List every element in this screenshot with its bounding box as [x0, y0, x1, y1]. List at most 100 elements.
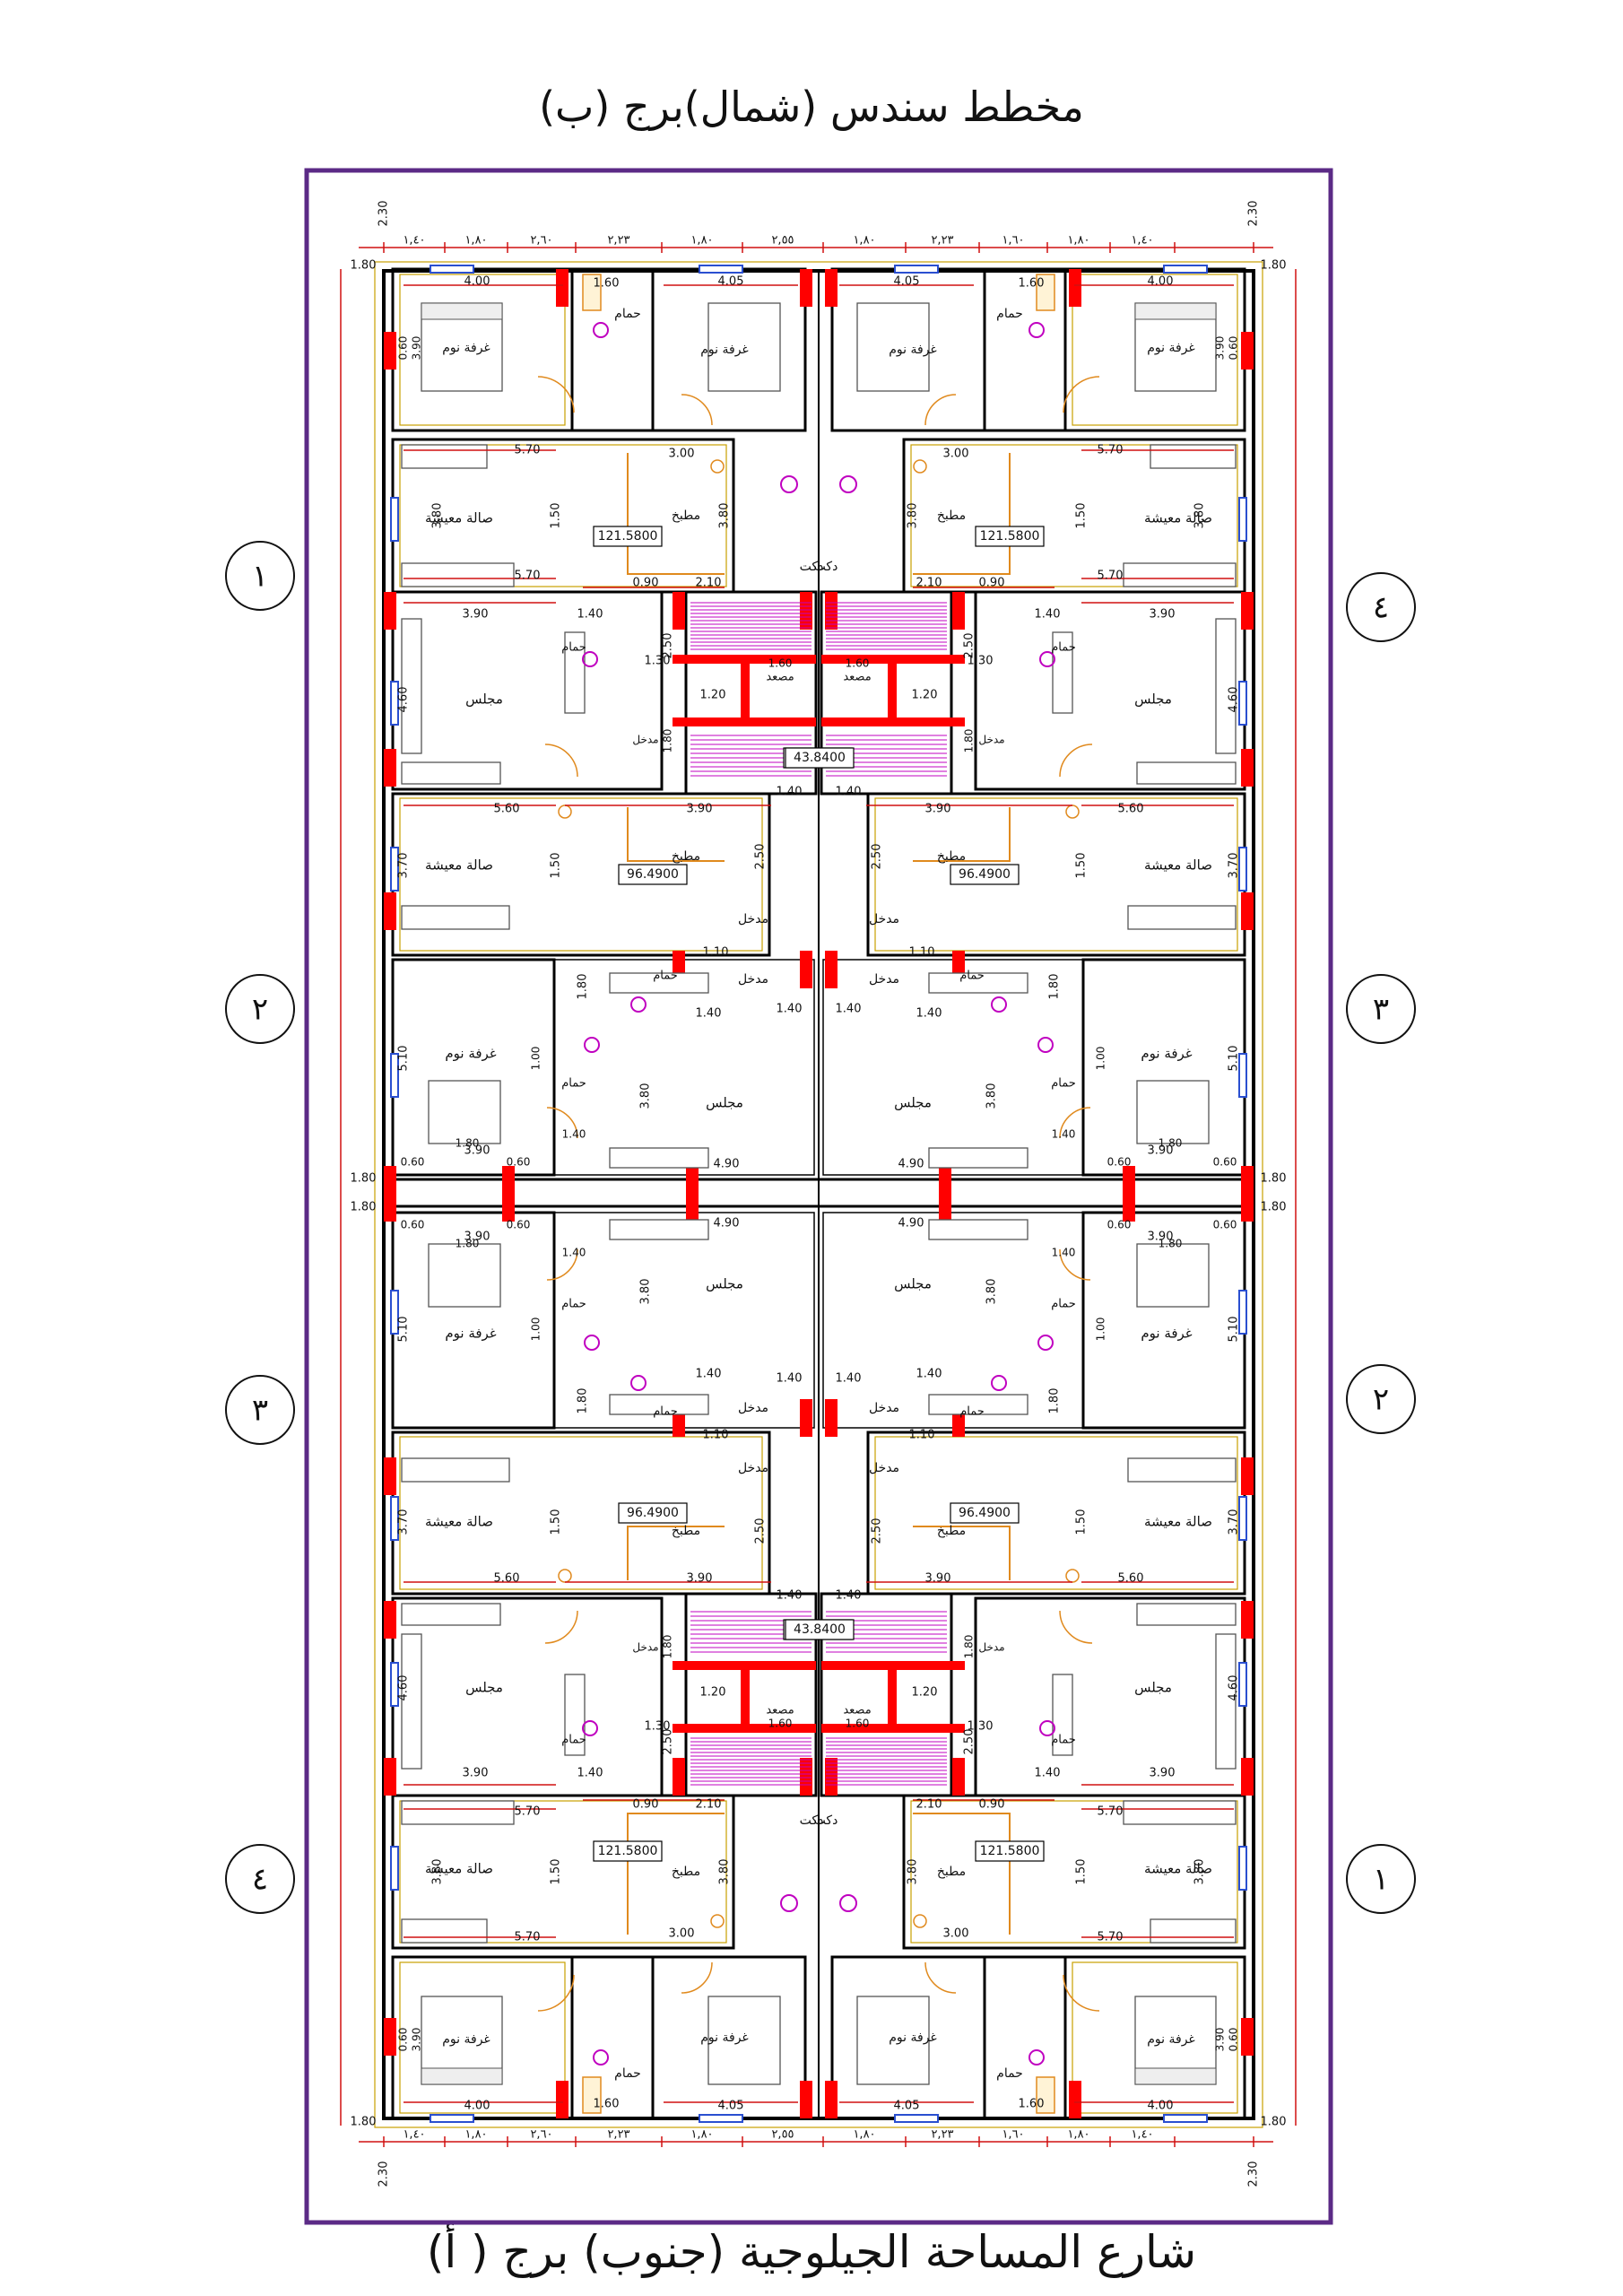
room-label-bedroom: غرفة نوم: [1147, 2032, 1195, 2047]
room-label-bath: حمام: [561, 1298, 586, 1311]
area-label: 121.5800: [980, 1844, 1040, 1858]
quadrant-bottom-right: [820, 1184, 1254, 2123]
dimension-label: 4.00: [1148, 2100, 1174, 2113]
room-label-kitchen: مطبخ: [672, 509, 700, 523]
area-label: 96.4900: [959, 1506, 1011, 1520]
bed: [1136, 1243, 1210, 1308]
window: [699, 265, 743, 274]
structural-column: [384, 2018, 396, 2056]
dimension-label: 1.00: [1095, 1318, 1107, 1342]
toilet: [1039, 651, 1055, 667]
dimension-label: 4.90: [898, 1217, 924, 1231]
window: [1238, 1053, 1247, 1098]
door-swing: [1059, 1610, 1093, 1644]
door-swing: [1059, 744, 1093, 778]
grid-axis-label: ٣: [252, 1393, 268, 1429]
dimension-label: ١,٨٠: [464, 2128, 487, 2142]
area-label: 96.4900: [627, 867, 679, 882]
dimension-label: 3.90: [464, 1144, 490, 1158]
room-label-majlis: مجلس: [706, 1095, 743, 1111]
toilet: [1037, 1335, 1054, 1351]
dimension-label: 1.40: [777, 1372, 803, 1386]
bed: [428, 1243, 501, 1308]
room-label-bath: حمام: [1051, 1298, 1076, 1311]
structural-column: [502, 1184, 515, 1222]
sofa: [609, 1394, 709, 1415]
dimension-label: 1.80: [456, 1238, 480, 1250]
dimension-label: ١,٨٠: [853, 234, 875, 248]
dimension-label: 1.60: [1019, 2098, 1045, 2111]
room-label-living: صالة معيشة: [1144, 857, 1212, 874]
kitchen-counter: [913, 807, 1011, 862]
dimension-label: 3.90: [687, 803, 713, 816]
dimension-label: 5.10: [1228, 1317, 1241, 1343]
room-label-entrance: مدخل: [978, 734, 1004, 746]
site-boundary: [304, 168, 1333, 2225]
dimension-label: 1.10: [909, 1429, 935, 1442]
dimension-label: 5.70: [1098, 444, 1124, 457]
toilet: [780, 475, 798, 493]
quadrant-bottom-left: [384, 1184, 818, 2123]
dimension-label: 0.90: [633, 1798, 659, 1812]
grid-axis-circle: [225, 541, 295, 611]
room-label-bath: حمام: [561, 1734, 586, 1747]
door-swing: [537, 376, 575, 413]
dimension-label: 3.00: [669, 448, 695, 461]
dimension-label: 3.90: [1148, 1144, 1174, 1158]
toilet: [630, 996, 647, 1013]
sofa: [1123, 1800, 1237, 1825]
room-label-living: صالة معيشة: [1144, 510, 1212, 526]
room-label-bath: حمام: [653, 970, 678, 983]
dimension-label: 2.10: [916, 577, 942, 590]
dimension-label: 1.40: [836, 1372, 862, 1386]
dimension-label: 3.90: [925, 803, 951, 816]
dimension-label: 3.90: [1148, 1231, 1174, 1244]
toilet: [1028, 322, 1045, 338]
dimension-label: 1.80: [1159, 1238, 1183, 1250]
sofa: [928, 1147, 1028, 1169]
dimension-label: ١,٨٠: [853, 2128, 875, 2142]
core-walls: [820, 1592, 953, 1797]
inner-line: [910, 444, 1238, 587]
dimension-label: 1.00: [530, 1318, 542, 1342]
room-label-living: صالة معيشة: [425, 1514, 493, 1530]
dimension-label: 0.60: [1213, 1156, 1237, 1169]
room-label-kitchen: مطبخ: [937, 1524, 966, 1538]
room-label-bath: حمام: [959, 1405, 985, 1419]
dimension-label: 1.40: [562, 1247, 586, 1259]
structural-column: [1241, 1184, 1254, 1222]
dimension-label: 1.80: [1159, 1137, 1183, 1150]
dimension-label: 3.90: [1214, 2028, 1227, 2052]
room-label-entrance: مدخل: [632, 734, 658, 746]
majlis-walls: [974, 1596, 1246, 1797]
dimension-label: ٢,٥٥: [771, 2128, 794, 2142]
kitchen-counter: [913, 1526, 1011, 1580]
sofa: [1150, 1918, 1237, 1944]
kitchen-fixture: [913, 459, 927, 474]
dimension-label: 3.70: [1228, 1509, 1241, 1535]
dimension-label: 5.10: [397, 1317, 411, 1343]
dimension-label: 4.05: [894, 2100, 920, 2113]
dimension-label: 1.60: [594, 2098, 620, 2111]
structural-column: [384, 592, 396, 630]
dimension-label: 1.80: [577, 974, 590, 1000]
toilet: [584, 1335, 600, 1351]
window: [1238, 1496, 1247, 1541]
structural-column: [800, 269, 812, 307]
dimension-label: 0.60: [1213, 1219, 1237, 1231]
dimension-label: ٢,٢٣: [931, 234, 953, 248]
room-label-elevator: مصعد: [766, 1704, 794, 1718]
bed-headboard: [421, 2067, 503, 2085]
dimension-label: 1.80: [577, 1388, 590, 1414]
room-label-bath: حمام: [1051, 641, 1076, 655]
dimension-label: 5.70: [515, 1805, 541, 1819]
dimension-label: 1.50: [550, 1509, 563, 1535]
majlis-walls: [391, 1596, 664, 1797]
sofa: [401, 1918, 488, 1944]
kitchen-counter: [913, 453, 1011, 575]
bed-headboard: [1134, 2067, 1217, 2085]
area-label: 96.4900: [959, 867, 1011, 882]
toilet: [1039, 1720, 1055, 1736]
inner-line: [910, 1800, 1238, 1944]
plan-title-bottom: شارع المساحة الجيلوجية (جنوب) برج ( أ): [426, 2226, 1197, 2278]
